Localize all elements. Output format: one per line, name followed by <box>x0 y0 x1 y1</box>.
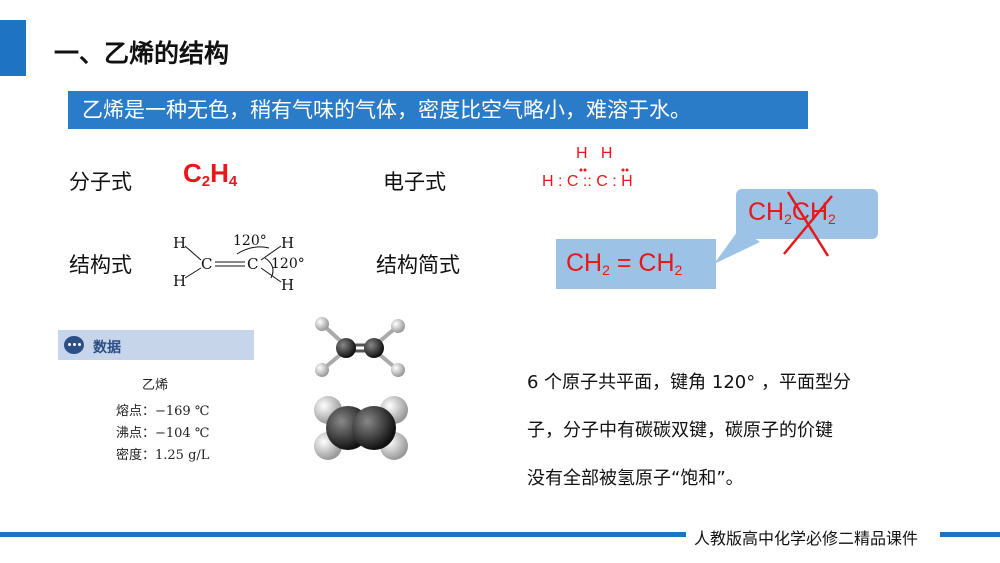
struct-angle-top: 120° <box>233 233 267 249</box>
intro-banner: 乙烯是一种无色，稍有气味的气体，密度比空气略小，难溶于水。 <box>68 91 808 129</box>
data-card-melting-point: 熔点：−169 ℃ <box>116 404 210 419</box>
electron-formula: H H H : C :: C : H <box>540 145 670 195</box>
molecular-formula: C2H4 <box>183 158 238 190</box>
space-filling-model <box>314 396 408 460</box>
accent-bar <box>0 20 26 76</box>
footer-text: 人教版高中化学必修二精品课件 <box>694 529 919 548</box>
ball-and-stick-model <box>315 317 405 377</box>
struct-h-top-right: H <box>281 234 295 252</box>
simplified-formula: CH2 = CH2 <box>566 249 683 278</box>
struct-h-top-left: H <box>173 234 187 252</box>
label-molecular-formula: 分子式 <box>69 170 132 194</box>
electron-formula-top: H H <box>576 145 613 162</box>
description-line-1: 6 个原子共平面，键角 120° ，平面型分 <box>527 372 851 393</box>
description-line-3: 没有全部被氢原子“饱和”。 <box>527 468 744 489</box>
page-title: 一、乙烯的结构 <box>54 39 230 68</box>
struct-bonds <box>184 245 282 283</box>
label-simplified-formula: 结构简式 <box>376 253 460 277</box>
data-card-compound: 乙烯 <box>142 378 169 393</box>
electron-formula-bottom: H : C :: C : H <box>542 173 633 190</box>
simplified-formula-box <box>556 239 716 289</box>
structural-formula: H H C C H H 120° 120° <box>165 232 315 296</box>
struct-angle-right: 120° <box>271 256 305 272</box>
cross-out-mark <box>783 191 833 257</box>
callout-box <box>736 189 878 239</box>
electron-dots <box>579 168 629 172</box>
struct-c-left: C <box>201 255 213 273</box>
description-line-2: 子，分子中有碳碳双键，碳原子的价键 <box>527 420 833 441</box>
data-card-density: 密度：1.25 g/L <box>116 448 210 463</box>
footer-rule <box>0 532 1000 537</box>
label-structural-formula: 结构式 <box>69 253 132 277</box>
data-card-boiling-point: 沸点：−104 ℃ <box>116 426 210 441</box>
struct-h-bottom-right: H <box>281 276 295 294</box>
label-electron-formula: 电子式 <box>383 170 446 194</box>
data-card-title: 数据 <box>93 340 121 356</box>
data-card-header <box>58 330 254 360</box>
struct-c-right: C <box>247 255 259 273</box>
callout-wrong-formula: CH2CH2 <box>748 198 836 227</box>
struct-h-bottom-left: H <box>173 272 187 290</box>
